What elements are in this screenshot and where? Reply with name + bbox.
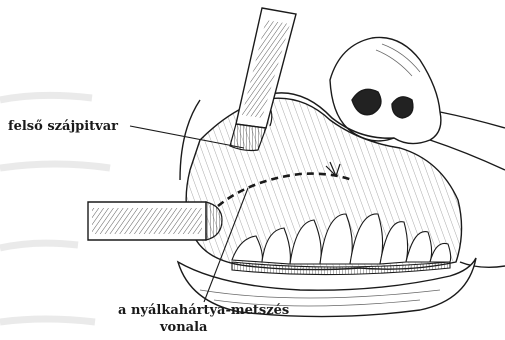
label-incision-line-cont: vonala xyxy=(160,320,207,335)
left-retractor xyxy=(88,202,222,240)
label-incision-line: a nyálkahártya-metszés xyxy=(118,303,289,318)
label-upper-vestibule: felső szájpitvar xyxy=(8,119,118,134)
